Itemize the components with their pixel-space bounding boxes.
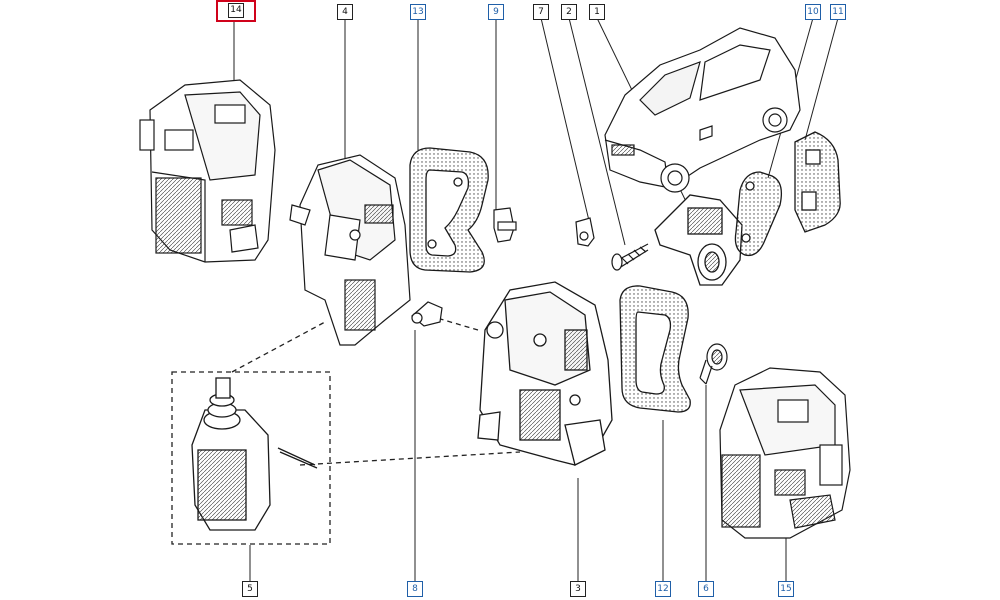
part-2-screw <box>611 243 649 271</box>
callout-9[interactable]: 9 <box>488 4 504 20</box>
callout-6[interactable]: 6 <box>698 581 714 597</box>
callout-4[interactable]: 4 <box>337 4 353 20</box>
callout-2[interactable]: 2 <box>561 4 577 20</box>
callout-14-label: 14 <box>228 3 244 18</box>
callout-7[interactable]: 7 <box>533 4 549 20</box>
part-7-clip <box>575 217 595 247</box>
callout-5[interactable]: 5 <box>242 581 258 597</box>
callout-8[interactable]: 8 <box>407 581 423 597</box>
van-illustration <box>604 27 801 193</box>
part-3-lock-assembly <box>477 281 613 466</box>
part-5-actuator <box>191 377 318 531</box>
part-15-module <box>719 367 851 539</box>
callout-11[interactable]: 11 <box>830 4 846 20</box>
callout-10[interactable]: 10 <box>805 4 821 20</box>
part-13-gasket <box>409 147 489 273</box>
callout-3[interactable]: 3 <box>570 581 586 597</box>
part-6-bolt <box>699 343 728 385</box>
part-8-rod-end <box>411 301 443 327</box>
callout-12[interactable]: 12 <box>655 581 671 597</box>
assembly-dashed-lines <box>231 315 521 466</box>
part-5-dashed-frame <box>171 371 331 545</box>
callout-1[interactable]: 1 <box>589 4 605 20</box>
callout-13[interactable]: 13 <box>410 4 426 20</box>
part-12-gasket <box>619 285 691 413</box>
callout-15[interactable]: 15 <box>778 581 794 597</box>
callout-14[interactable]: 14 <box>216 0 256 22</box>
part-14-module <box>139 79 276 263</box>
part-9-clip <box>493 207 517 243</box>
part-10-oval-gasket <box>734 171 783 257</box>
part-4-lock-mechanism <box>289 154 411 346</box>
part-1-striker <box>654 194 743 286</box>
part-11-cover-plate <box>794 131 841 233</box>
leader-lines <box>233 17 839 582</box>
